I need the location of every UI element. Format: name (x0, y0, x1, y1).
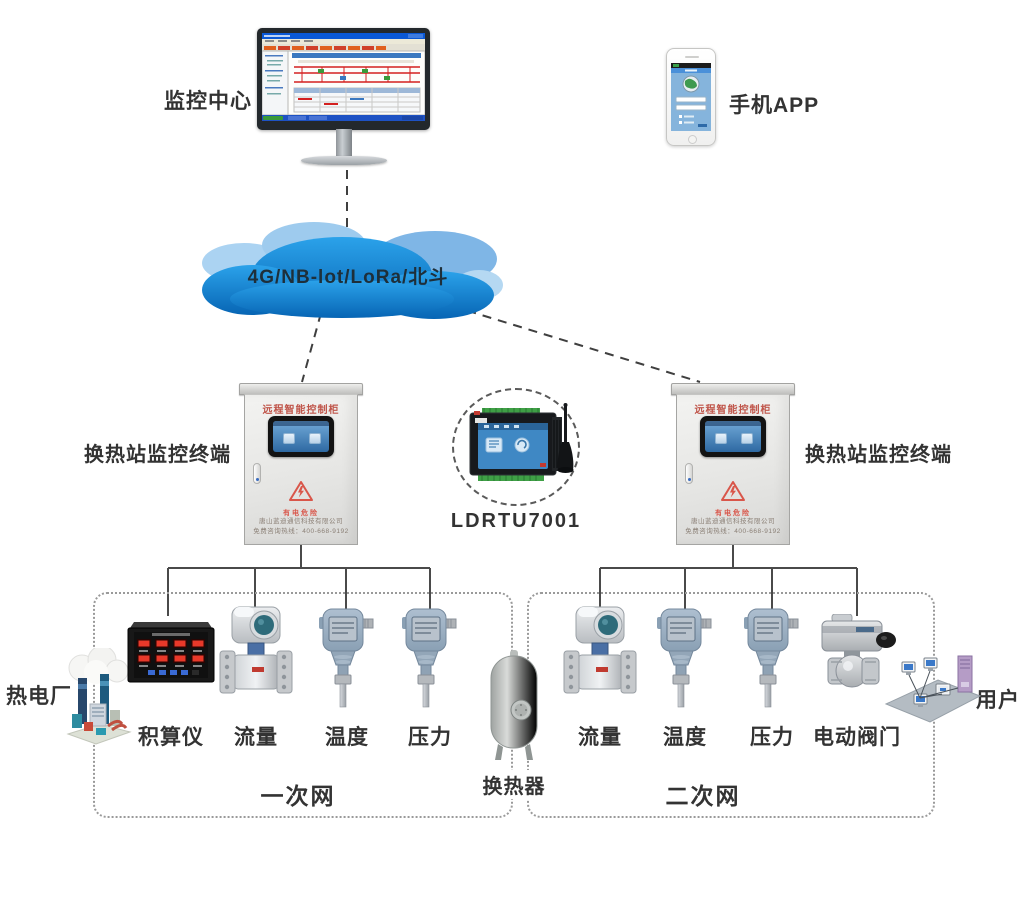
mobile-app-label: 手机APP (729, 94, 820, 117)
flow-meter-icon (563, 606, 637, 694)
network-cloud (202, 222, 503, 319)
instrument-label-pressure-right: 压力 (750, 726, 794, 749)
cabinet-warning-text: 有电危险 (715, 510, 751, 517)
monitor-stand-base (301, 156, 387, 165)
monitor-frame (257, 28, 430, 130)
heat-exchanger-label: 换热器 (454, 770, 574, 799)
cabinet-screen-statusbar (273, 421, 329, 426)
monitor-stand-neck (336, 129, 352, 158)
wire-cloud-right-cabinet (451, 305, 701, 383)
thermal-plant-label: 热电厂 (6, 685, 72, 708)
cabinet-screen-statusbar (705, 421, 761, 426)
electric-valve-icon (821, 614, 896, 688)
cabinet-body: 远程智能控制柜 有电危险 唐山蓝迪通信科技有限公司 免费咨询热线：400-668… (244, 394, 358, 545)
secondary-network-title: 二次网 (665, 783, 741, 809)
instrument-label-pressure-left: 压力 (408, 726, 452, 749)
user-network-icon (884, 655, 982, 723)
wire-cloud-left-cabinet (301, 312, 322, 383)
terminal-label-right: 换热站监控终端 (805, 444, 952, 466)
cabinet-screen-icon1 (715, 433, 727, 444)
cabinet-company-info: 唐山蓝迪通信科技有限公司 免费咨询热线：400-668-9192 (677, 517, 789, 538)
cabinet-handle (685, 463, 693, 484)
pressure-transmitter-icon (402, 608, 457, 708)
user-pc-3 (935, 683, 951, 696)
monitoring-center-pc (257, 28, 435, 168)
cabinet-title: 远程智能控制柜 (694, 405, 772, 416)
heat-exchanger-icon (490, 650, 538, 760)
phone-speaker (685, 56, 699, 58)
mobile-phone (666, 48, 716, 146)
cabinet-hotline: 免费咨询热线：400-668-9192 (253, 528, 349, 536)
instrument-label-flow-left: 流量 (234, 726, 278, 749)
cabinet-screen-icon2 (741, 433, 753, 444)
control-cabinet-right: 远程智能控制柜 有电危险 唐山蓝迪通信科技有限公司 免费咨询热线：400-668… (671, 383, 795, 545)
instrument-label-flow-right: 流量 (578, 726, 622, 749)
cabinet-touchscreen (268, 416, 334, 457)
temperature-transmitter-icon (657, 608, 712, 708)
cabinet-screen-ui (273, 421, 329, 452)
rtu-model-label: LDRTU7001 (450, 510, 582, 532)
electric-hazard-icon (289, 481, 313, 501)
cabinet-body: 远程智能控制柜 有电危险 唐山蓝迪通信科技有限公司 免费咨询热线：400-668… (676, 394, 790, 545)
pressure-transmitter-icon (744, 608, 799, 708)
cabinet-screen-icon1 (283, 433, 295, 444)
user-pc-1 (901, 661, 916, 675)
scada-screenshot (262, 33, 425, 121)
cabinet-hotline: 免费咨询热线：400-668-9192 (685, 528, 781, 536)
cabinet-warning: 有电危险 (677, 480, 789, 518)
scada-screen (262, 33, 425, 121)
cloud-label: 4G/NB-lot/LoRa/北斗 (247, 267, 449, 288)
cabinet-company-info: 唐山蓝迪通信科技有限公司 免费咨询热线：400-668-9192 (245, 517, 357, 538)
instrument-label-totalizer: 积算仪 (138, 726, 204, 749)
user-pc-2 (923, 657, 938, 671)
monitoring-center-label: 监控中心 (164, 90, 252, 113)
phone-app-ui (671, 63, 711, 131)
electric-hazard-icon (721, 481, 745, 501)
wire-right-bus (599, 545, 858, 616)
instrument-label-temp-left: 温度 (325, 726, 369, 749)
cabinet-warning-text: 有电危险 (283, 510, 319, 517)
primary-network-title: 一次网 (260, 783, 336, 809)
terminal-label-left: 换热站监控终端 (84, 444, 231, 466)
cabinet-company-name: 唐山蓝迪通信科技有限公司 (691, 518, 775, 525)
instrument-label-temp-right: 温度 (663, 726, 707, 749)
cabinet-screen-ui (705, 421, 761, 452)
cabinet-handle (253, 463, 261, 484)
cabinet-warning: 有电危险 (245, 480, 357, 518)
cabinet-title: 远程智能控制柜 (262, 405, 340, 416)
flow-meter-icon (219, 606, 293, 694)
totalizer-icon (127, 622, 215, 683)
cabinet-company-name: 唐山蓝迪通信科技有限公司 (259, 518, 343, 525)
control-cabinet-left: 远程智能控制柜 有电危险 唐山蓝迪通信科技有限公司 免费咨询热线：400-668… (239, 383, 363, 545)
temperature-transmitter-icon (319, 608, 374, 708)
thermal-plant-icon (66, 648, 132, 745)
rtu-device (469, 403, 574, 481)
instrument-label-valve: 电动阀门 (813, 726, 901, 749)
cabinet-screen-icon2 (309, 433, 321, 444)
rtu-dashed-circle (452, 388, 580, 506)
phone-app-screen (671, 63, 711, 131)
cabinet-touchscreen (700, 416, 766, 457)
user-label: 用户 (976, 689, 1020, 712)
phone-home-button (688, 135, 697, 144)
